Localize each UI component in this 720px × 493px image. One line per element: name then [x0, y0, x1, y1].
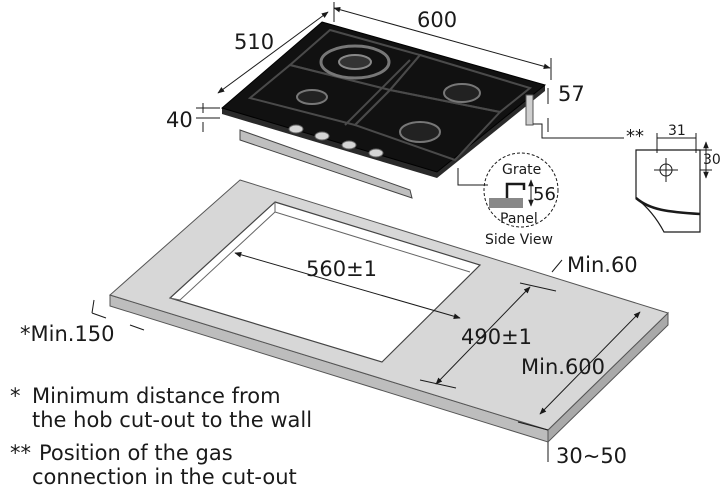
gas-connection-pipe [525, 94, 534, 126]
dim-cutout-width: 560±1 [306, 257, 378, 281]
knob-2 [314, 131, 330, 141]
control-knobs [288, 124, 384, 158]
legend-mark-double: ** [10, 441, 31, 465]
dim-min-600: Min.600 [521, 355, 606, 379]
legend-min-distance: * Minimum distance from the hob cut-out t… [10, 384, 312, 432]
legend-line: connection in the cut-out [32, 465, 297, 489]
burner-rear-right [443, 83, 481, 103]
knob-3 [341, 140, 357, 150]
burner-front-right [399, 121, 441, 143]
dim-min-150: *Min.150 [20, 322, 115, 346]
dim-min-60: Min.60 [567, 253, 638, 277]
gas-position-detail [635, 133, 712, 233]
hob-body [239, 129, 413, 199]
knob-4 [368, 148, 384, 158]
dimension-lines [196, 2, 624, 186]
burner-front-left [296, 89, 328, 105]
dim-offset-57: 57 [558, 82, 585, 106]
dim-thickness: 30~50 [556, 444, 628, 468]
legend-gas-position: ** Position of the gas connection in the … [10, 441, 297, 489]
dim-width-600: 600 [417, 8, 458, 32]
dim-cutout-depth: 490±1 [461, 325, 533, 349]
legend-line: Minimum distance from [32, 384, 281, 408]
dim-gas-31: 31 [668, 123, 686, 139]
cutout-inner-wall-left [169, 211, 276, 301]
side-view-detail [483, 152, 559, 228]
worktop-dimension-lines [91, 252, 641, 462]
side-view-label: Side View [485, 232, 553, 248]
dim-height-40: 40 [166, 108, 193, 132]
hob-glass-right-edge [437, 85, 545, 178]
legend-line: Position of the gas [39, 441, 233, 465]
dim-grate-56: 56 [533, 184, 556, 205]
hob-glass-front-edge [222, 108, 437, 178]
gas-marker: ** [626, 126, 644, 147]
legend-line: the hob cut-out to the wall [32, 408, 313, 432]
knob-1 [288, 124, 304, 134]
grate-label: Grate [502, 162, 542, 178]
dim-gas-30: 30 [703, 152, 720, 168]
panel-label: Panel [500, 211, 538, 227]
dim-depth-510: 510 [234, 30, 275, 54]
legend-mark-single: * [10, 384, 21, 408]
